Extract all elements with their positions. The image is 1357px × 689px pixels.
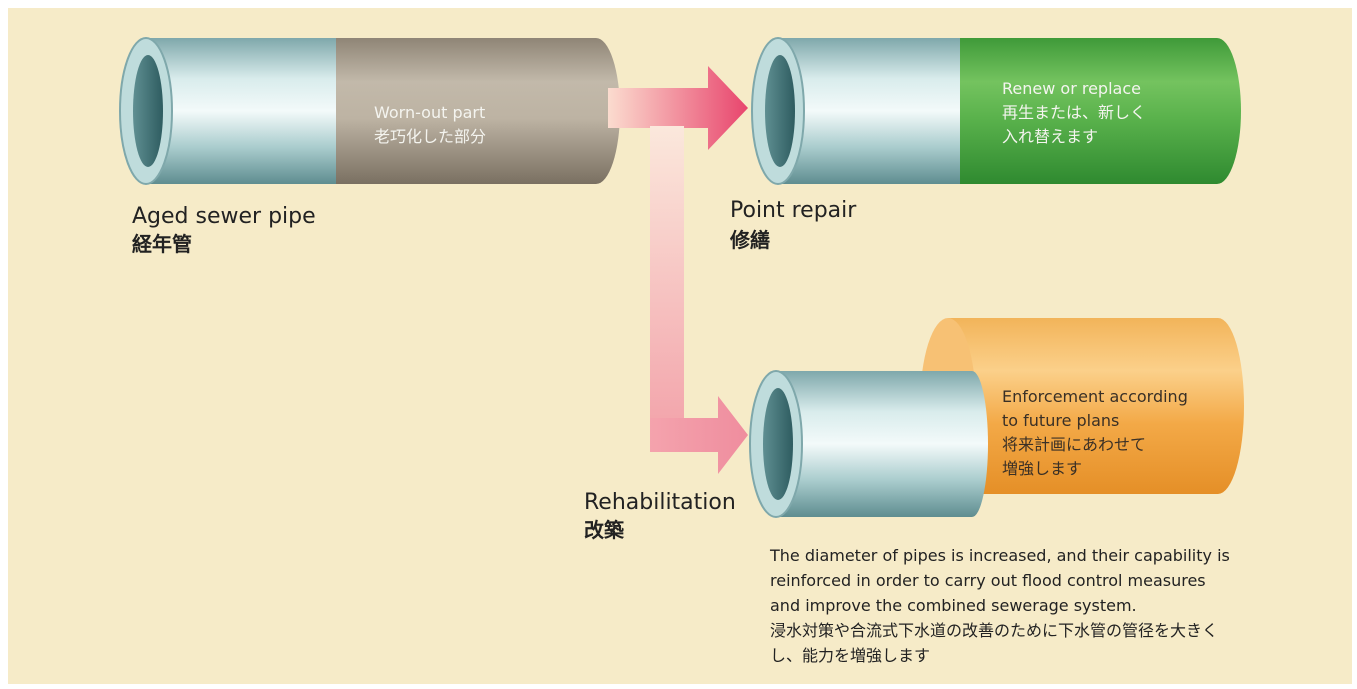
renew-label-en: Renew or replace [1002, 79, 1141, 98]
renew-label-ja-1: 再生または、新しく [1002, 103, 1147, 122]
enforcement-label-en-2: to future plans [1002, 411, 1120, 430]
pipe-mouth-inner [765, 55, 795, 167]
enlarged-pipe-body [948, 318, 1218, 494]
point-repair-title-ja: 修繕 [730, 228, 770, 252]
worn-part-label-ja: 老巧化した部分 [374, 127, 487, 146]
enforcement-label-ja-2: 増強します [1002, 459, 1083, 478]
arrow-to-rehabilitation [650, 396, 748, 474]
enforcement-label-ja-1: 将来計画にあわせて [1002, 435, 1147, 454]
steel-section [778, 38, 960, 184]
renew-label-ja-2: 入れ替えます [1002, 127, 1099, 146]
enforcement-label-en-1: Enforcement according [1002, 387, 1188, 406]
point-repair-pipe [751, 37, 1241, 185]
steel-section [146, 38, 336, 184]
arrow-to-rehab-vertical [650, 126, 684, 448]
old-pipe-body [776, 371, 972, 517]
diagram-art [119, 37, 1244, 518]
aged-pipe-title-en: Aged sewer pipe [132, 204, 316, 229]
point-repair-title-en: Point repair [730, 198, 857, 223]
renewed-section [953, 38, 1217, 184]
pipe-end-cap [572, 38, 620, 184]
rehab-note-line-4: 浸水対策や合流式下水道の改善のために下水管の管径を大きく [770, 621, 1219, 640]
flow-arrows [608, 66, 748, 474]
pipe-end-cap [1193, 38, 1241, 184]
rehabilitation-title-en: Rehabilitation [584, 490, 736, 515]
worn-part-label-en: Worn-out part [374, 103, 486, 122]
rehab-note-line-5: し、能力を増強します [770, 646, 931, 665]
aged-sewer-pipe [119, 37, 620, 185]
pipe-mouth-inner [763, 388, 793, 500]
rehab-note-line-3: and improve the combined sewerage system… [770, 596, 1137, 615]
worn-out-section [328, 38, 596, 184]
old-pipe-end [956, 371, 988, 517]
arrow-to-point-repair [608, 66, 748, 150]
pipe-mouth-inner [133, 55, 163, 167]
diagram-canvas: Worn-out part 老巧化した部分 Aged sewer pipe 経年… [8, 8, 1352, 684]
rehab-note-line-2: reinforced in order to carry out flood c… [770, 571, 1206, 590]
aged-pipe-title-ja: 経年管 [132, 232, 192, 256]
rehab-note-line-1: The diameter of pipes is increased, and … [770, 546, 1230, 565]
rehabilitation-title-ja: 改築 [584, 518, 624, 542]
rehabilitation-pipes [749, 318, 1244, 518]
enlarged-pipe-end [1192, 318, 1244, 494]
